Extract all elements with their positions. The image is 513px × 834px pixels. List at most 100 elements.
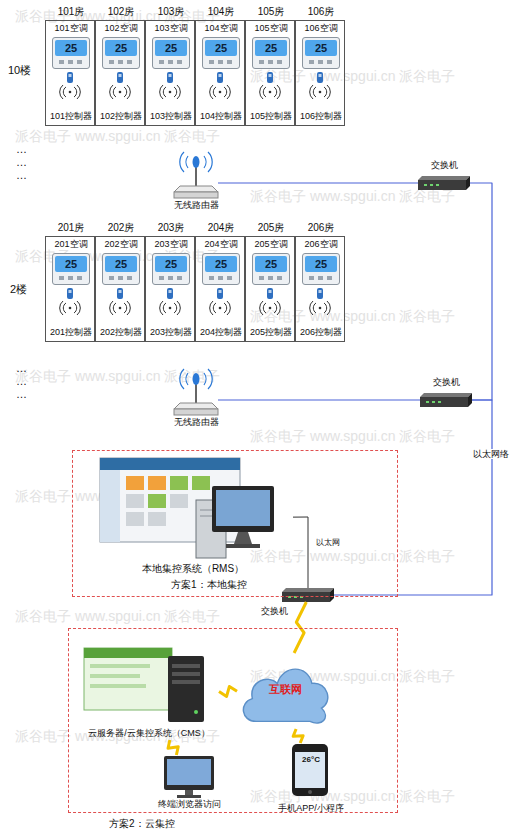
room-number: 105房 — [242, 6, 300, 18]
temperature-reading: 25 — [55, 40, 87, 56]
watermark: 派谷电子 www.spgui.cn 派谷电子 — [15, 368, 220, 384]
thermostat-display: 25 — [102, 37, 140, 69]
room-box: 101房101空调101控制器25 — [45, 20, 95, 126]
network-cable — [293, 517, 308, 588]
network-switch: 交换机 — [418, 176, 470, 190]
system-name: 云服务器/云集控系统（CMS） — [73, 728, 225, 738]
mobile-phone: 26°C 手机APP/小程序 — [263, 743, 359, 817]
thermostat-display: 25 — [152, 253, 190, 285]
controller-name: 101控制器 — [42, 111, 100, 121]
air-conditioner-name: 203空调 — [144, 239, 198, 249]
cloud-server: 云服务器/云集控系统（CMS） — [79, 644, 219, 740]
temperature-reading: 25 — [55, 256, 87, 272]
internet-cloud: 互联网 — [237, 653, 333, 729]
connector-label: 以太网络 — [472, 449, 510, 459]
temperature-reading: 25 — [155, 40, 187, 56]
thermostat-display: 25 — [302, 253, 340, 285]
thermostat-display: 25 — [252, 253, 290, 285]
device-name: 终端浏览器访问 — [141, 799, 237, 809]
temperature-reading: 25 — [255, 40, 287, 56]
air-conditioner-name: 205空调 — [244, 239, 298, 249]
room-number: 206房 — [292, 222, 350, 234]
air-conditioner-name: 201空调 — [44, 239, 98, 249]
solution-caption: 方案2：云集控 — [109, 818, 209, 830]
room-number: 106房 — [292, 6, 350, 18]
watermark: 派谷电子 www.spgui.cn 派谷电子 — [250, 188, 455, 204]
ellipsis: … — [16, 156, 27, 169]
watermark: 派谷电子 www.spgui.cn 派谷电子 — [250, 788, 455, 804]
wireless-router: 无线路由器 — [174, 150, 218, 216]
controller-name: 104控制器 — [192, 111, 250, 121]
air-conditioner-name: 204空调 — [194, 239, 248, 249]
browser-terminal: 终端浏览器访问 — [141, 755, 237, 813]
connector-label: 以太网 — [311, 538, 345, 547]
device-name: 无线路由器 — [162, 200, 230, 210]
thermostat-display: 25 — [302, 37, 340, 69]
solution-group: 方案1：本地集控 本地集控系统（RMS） — [72, 450, 398, 597]
ellipsis: … — [16, 169, 27, 182]
air-conditioner-name: 206空调 — [294, 239, 348, 249]
room-box: 201房201空调201控制器25 — [45, 236, 95, 342]
watermark: 派谷电子 www.spgui.cn 派谷电子 — [250, 68, 455, 84]
watermark: 派谷电子 www.spgui.cn 派谷电子 — [250, 428, 455, 444]
network-switch: 交换机 — [420, 393, 472, 407]
controller-name: 203控制器 — [142, 327, 200, 337]
air-conditioner-name: 101空调 — [44, 23, 98, 33]
thermostat-display: 25 — [152, 37, 190, 69]
controller-name: 106控制器 — [292, 111, 350, 121]
solution-caption: 方案1：本地集控 — [171, 579, 261, 591]
room-box: 202房202空调202控制器25 — [95, 236, 145, 342]
network-cable — [470, 183, 492, 400]
screen-temperature: 26°C — [296, 755, 326, 764]
network-cable — [334, 400, 492, 595]
room-box: 204房204空调204控制器25 — [195, 236, 245, 342]
device-name: 交换机 — [248, 606, 300, 616]
air-conditioner-name: 202空调 — [94, 239, 148, 249]
floor-label: 2楼 — [10, 283, 27, 296]
room-box: 105房105空调105控制器25 — [245, 20, 295, 126]
temperature-reading: 25 — [305, 256, 337, 272]
watermark: 派谷电子 www.spgui.cn 派谷电子 — [250, 548, 455, 564]
floor-label: 10楼 — [8, 64, 31, 77]
room-box: 103房103空调103控制器25 — [145, 20, 195, 126]
air-conditioner-name: 103空调 — [144, 23, 198, 33]
thermostat-display: 25 — [52, 253, 90, 285]
local-control-system: 本地集控系统（RMS） — [93, 457, 293, 579]
network-switch: 交换机 — [282, 588, 334, 602]
device-name: 交换机 — [418, 160, 470, 170]
controller-name: 201控制器 — [42, 327, 100, 337]
ellipsis: … — [16, 362, 27, 375]
wireless-router: 无线路由器 — [174, 367, 218, 433]
controller-name: 204控制器 — [192, 327, 250, 337]
temperature-reading: 25 — [255, 256, 287, 272]
temperature-reading: 25 — [205, 40, 237, 56]
temperature-reading: 25 — [205, 256, 237, 272]
room-box: 203房203空调203控制器25 — [145, 236, 195, 342]
temperature-reading: 25 — [155, 256, 187, 272]
temperature-reading: 25 — [105, 40, 137, 56]
cloud-shape — [243, 669, 327, 723]
thermostat-display: 25 — [252, 37, 290, 69]
room-number: 204房 — [192, 222, 250, 234]
network-cable — [218, 182, 418, 183]
device-name: 手机APP/小程序 — [263, 803, 359, 813]
system-name: 本地集控系统（RMS） — [93, 563, 293, 575]
room-box: 205房205空调205控制器25 — [245, 236, 295, 342]
controller-name: 102控制器 — [92, 111, 150, 121]
network-name: 互联网 — [237, 683, 333, 696]
watermark: 派谷电子 www.spgui.cn 派谷电子 — [15, 608, 220, 624]
air-conditioner-name: 105空调 — [244, 23, 298, 33]
room-box: 206房206空调206控制器25 — [295, 236, 345, 342]
wireless-link — [219, 686, 237, 696]
controller-name: 105控制器 — [242, 111, 300, 121]
room-number: 201房 — [42, 222, 100, 234]
room-number: 203房 — [142, 222, 200, 234]
air-conditioner-name: 102空调 — [94, 23, 148, 33]
thermostat-display: 25 — [202, 37, 240, 69]
room-number: 202房 — [92, 222, 150, 234]
ellipsis: … — [16, 143, 27, 156]
wireless-link — [293, 729, 303, 743]
wireless-link — [168, 740, 178, 755]
